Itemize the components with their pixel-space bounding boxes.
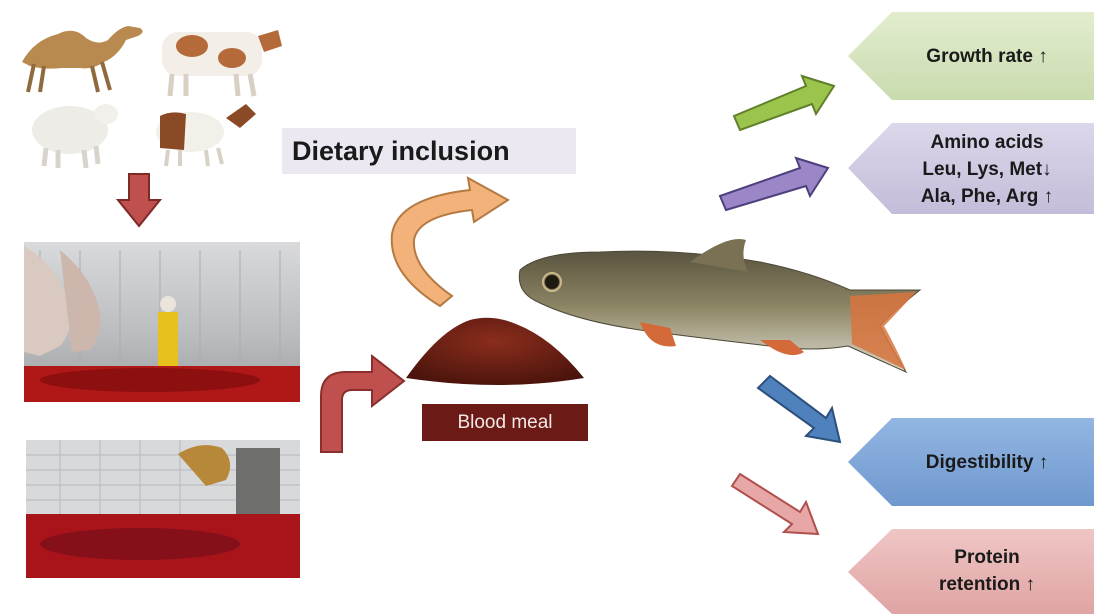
growth-rate-label: Growth rate ↑ [926,43,1047,70]
curved-arrow-red-icon [321,356,404,452]
growth-rate-text: Growth rate ↑ [880,12,1094,100]
protein-retention-text: Protein retention ↑ [880,529,1094,613]
protein-retention-line1: Protein [954,544,1019,571]
amino-acids-increase: Ala, Phe, Arg ↑ [921,183,1053,210]
camel-image [22,26,143,92]
cow-image [162,30,282,96]
dietary-inclusion-label: Dietary inclusion [282,128,576,174]
powder-pile-image [406,318,584,385]
sheep-image [32,104,118,168]
arrow-to-amino-icon [720,158,828,210]
blood-meal-label: Blood meal [422,404,588,441]
protein-retention-line2: retention ↑ [939,571,1035,598]
arrow-to-protein-icon [732,474,818,534]
down-arrow-icon [118,174,160,226]
slaughterhouse-photo-2 [26,440,300,578]
amino-acids-text: Amino acids Leu, Lys, Met↓ Ala, Phe, Arg… [880,123,1094,215]
digestibility-text: Digestibility ↑ [880,418,1094,506]
slaughterhouse-photo-1 [24,242,300,402]
fish-image [519,239,920,372]
curved-arrow-orange-icon [392,178,508,306]
digestibility-label: Digestibility ↑ [926,449,1048,476]
arrow-to-growth-icon [734,76,834,130]
arrow-to-digestibility-icon [758,376,840,442]
goat-image [156,104,256,166]
amino-acids-title: Amino acids [931,129,1044,156]
amino-acids-decrease: Leu, Lys, Met↓ [922,156,1051,183]
